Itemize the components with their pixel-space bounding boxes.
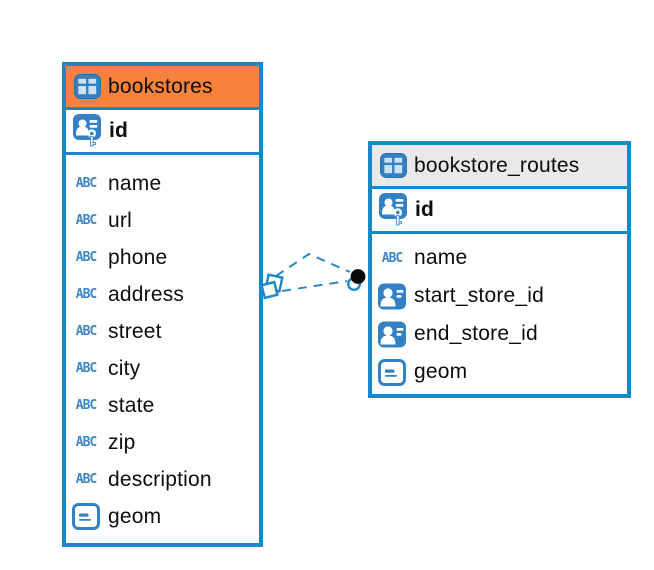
text-type-icon: ABC <box>75 213 97 228</box>
table-title: bookstores <box>108 74 213 98</box>
column-row[interactable]: ABC state <box>66 387 259 424</box>
table-bookstore-routes[interactable]: bookstore_routes id ABC name start_store… <box>368 141 631 398</box>
column-name: id <box>109 119 129 142</box>
primary-key-icon <box>379 193 407 227</box>
column-row[interactable]: ABC name <box>66 165 259 202</box>
relationship-target-marker[interactable] <box>347 269 366 292</box>
relationship-source-marker[interactable] <box>260 273 284 300</box>
column-row[interactable]: ABC phone <box>66 239 259 276</box>
table-icon <box>73 74 101 99</box>
column-row[interactable]: ABC url <box>66 202 259 239</box>
column-list: ABC name ABC url ABC phone ABC address A… <box>66 155 259 543</box>
relationship-line-upper[interactable] <box>275 252 351 277</box>
column-row[interactable]: ABC description <box>66 461 259 498</box>
column-name: url <box>108 208 132 232</box>
text-type-icon: ABC <box>75 472 97 487</box>
table-icon <box>379 153 407 178</box>
column-row[interactable]: start_store_id <box>372 277 627 315</box>
column-row[interactable]: end_store_id <box>372 315 627 353</box>
column-name: street <box>108 319 162 343</box>
column-row[interactable]: ABC city <box>66 350 259 387</box>
text-type-icon: ABC <box>75 398 97 413</box>
column-row[interactable]: geom <box>372 353 627 391</box>
column-name: zip <box>108 430 136 454</box>
table-title: bookstore_routes <box>414 153 580 177</box>
column-name: name <box>414 246 468 269</box>
text-type-icon: ABC <box>75 250 97 265</box>
reference-type-icon <box>378 321 406 348</box>
reference-type-icon <box>378 283 406 310</box>
text-type-icon: ABC <box>75 287 97 302</box>
column-name: address <box>108 282 185 306</box>
column-row[interactable]: geom <box>66 498 259 535</box>
column-row-id[interactable]: id <box>66 110 259 155</box>
text-type-icon: ABC <box>75 176 97 191</box>
column-name: state <box>108 393 155 417</box>
table-header-bookstores[interactable]: bookstores <box>66 66 259 110</box>
table-header-bookstore-routes[interactable]: bookstore_routes <box>372 145 627 189</box>
column-name: geom <box>414 360 468 383</box>
column-name: geom <box>108 504 162 528</box>
column-row[interactable]: ABC zip <box>66 424 259 461</box>
column-list: ABC name start_store_id end_store_id geo… <box>372 234 627 394</box>
relationship-line-lower[interactable] <box>281 280 348 292</box>
text-type-icon: ABC <box>75 324 97 339</box>
column-name: end_store_id <box>414 322 538 345</box>
column-row-id[interactable]: id <box>372 189 627 234</box>
geometry-type-icon <box>378 359 406 386</box>
text-type-icon: ABC <box>381 250 403 266</box>
column-name: name <box>108 171 162 195</box>
geometry-type-icon <box>72 503 100 530</box>
column-name: id <box>415 198 435 221</box>
primary-key-icon <box>73 114 101 148</box>
column-row[interactable]: ABC address <box>66 276 259 313</box>
column-name: city <box>108 356 141 380</box>
column-name: description <box>108 467 212 491</box>
column-name: phone <box>108 245 168 269</box>
text-type-icon: ABC <box>75 435 97 450</box>
column-row[interactable]: ABC name <box>372 239 627 277</box>
column-row[interactable]: ABC street <box>66 313 259 350</box>
table-bookstores[interactable]: bookstores id ABC name ABC url ABC phone… <box>62 62 263 547</box>
text-type-icon: ABC <box>75 361 97 376</box>
column-name: start_store_id <box>414 284 545 307</box>
